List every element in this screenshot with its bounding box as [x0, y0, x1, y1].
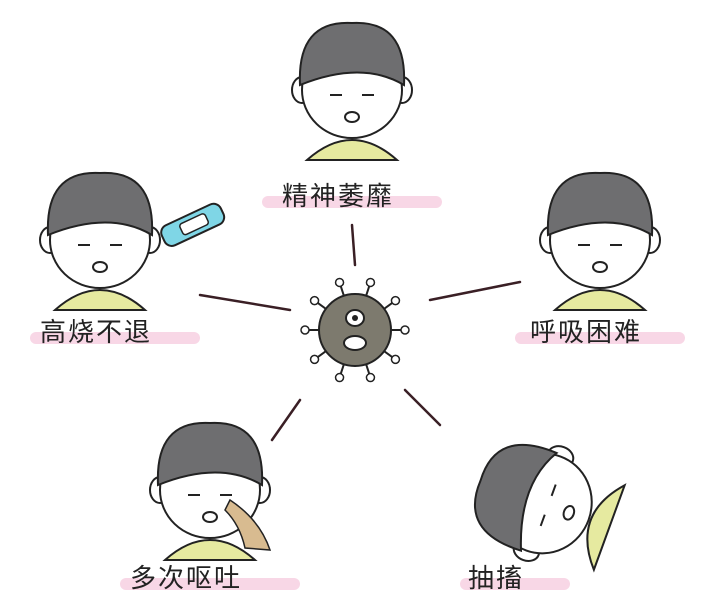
convulsing-child-figure — [473, 444, 627, 573]
symptom-label-vomiting: 多次呕吐 — [130, 564, 243, 594]
virus-icon — [300, 277, 410, 383]
thermometer-icon — [160, 202, 226, 247]
vomit-stream — [224, 498, 272, 551]
connector-line — [198, 293, 292, 312]
fever-child-figure — [39, 171, 161, 311]
tired-child-figure — [291, 21, 413, 161]
connector-line — [350, 223, 357, 267]
symptom-label-high-fever: 高烧不退 — [40, 318, 153, 348]
symptom-label-breathing-difficulty: 呼吸困难 — [530, 318, 643, 348]
breathing-child-figure — [539, 171, 661, 311]
symptom-label-convulsion: 抽搐 — [468, 564, 525, 594]
connector-line — [270, 398, 302, 442]
symptom-label-listless: 精神萎靡 — [282, 182, 395, 212]
connector-line — [428, 280, 522, 302]
connector-line — [403, 388, 442, 427]
